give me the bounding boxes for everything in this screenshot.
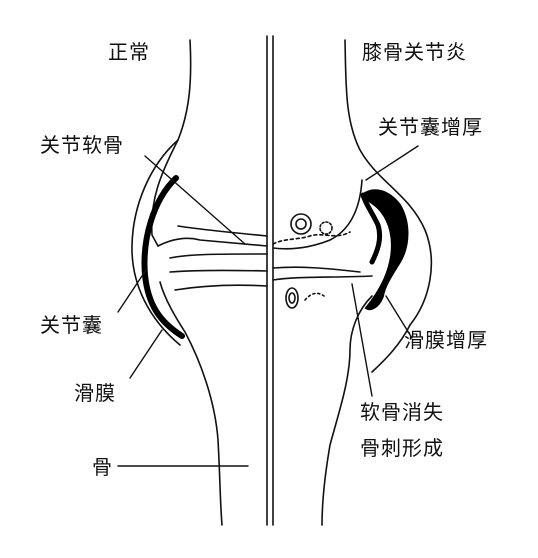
oa-synovium-inner-edge — [360, 192, 383, 265]
label-capsule-thickened: 关节囊增厚 — [378, 115, 483, 139]
leader-cartilage — [144, 155, 246, 245]
title-osteoarthritis: 膝骨关节炎 — [362, 40, 467, 64]
oa-joint-space-bottom — [272, 275, 373, 281]
normal-femur-cartilage — [177, 225, 268, 237]
oa-tibia-outline — [321, 295, 373, 526]
normal-joint-space-top — [169, 253, 268, 259]
normal-tibia-outline — [159, 281, 223, 526]
leader-capsule-thickened — [365, 145, 419, 181]
oa-tibia-rough-surface — [304, 292, 325, 301]
normal-synovium-bold — [141, 175, 185, 339]
normal-joint-space-bottom — [169, 269, 268, 273]
label-articular-cartilage: 关节软骨 — [40, 133, 124, 157]
oa-femur-rough-surface — [272, 231, 351, 245]
oa-tibia-cyst-outer — [285, 287, 299, 309]
normal-femur-condyle — [157, 237, 268, 247]
label-joint-capsule: 关节囊 — [40, 313, 103, 337]
title-normal: 正常 — [108, 40, 150, 64]
label-synovium-thickened: 滑膜增厚 — [404, 328, 488, 352]
leader-capsule — [117, 269, 147, 313]
leader-synovium — [129, 329, 163, 379]
oa-joint-space-top — [272, 266, 361, 273]
oa-femur-cyst-outer — [290, 213, 312, 235]
normal-tibia-cartilage — [174, 284, 268, 291]
oa-synovium-thickened-mass — [360, 189, 409, 311]
oa-femur-outline — [344, 39, 433, 326]
label-cartilage-loss: 软骨消失 — [360, 400, 444, 424]
label-synovium: 滑膜 — [74, 381, 116, 405]
oa-femur-condyle — [272, 179, 363, 250]
label-osteophyte: 骨刺形成 — [360, 436, 444, 460]
leader-cartilage-loss — [351, 283, 373, 397]
leader-synovium-thickened — [385, 295, 413, 339]
normal-femur-outline — [150, 39, 192, 247]
label-bone: 骨 — [92, 455, 113, 479]
oa-femur-cyst-inner — [295, 218, 307, 230]
oa-tibia-cyst-inner — [288, 292, 296, 304]
oa-femur-lesion — [319, 221, 333, 235]
